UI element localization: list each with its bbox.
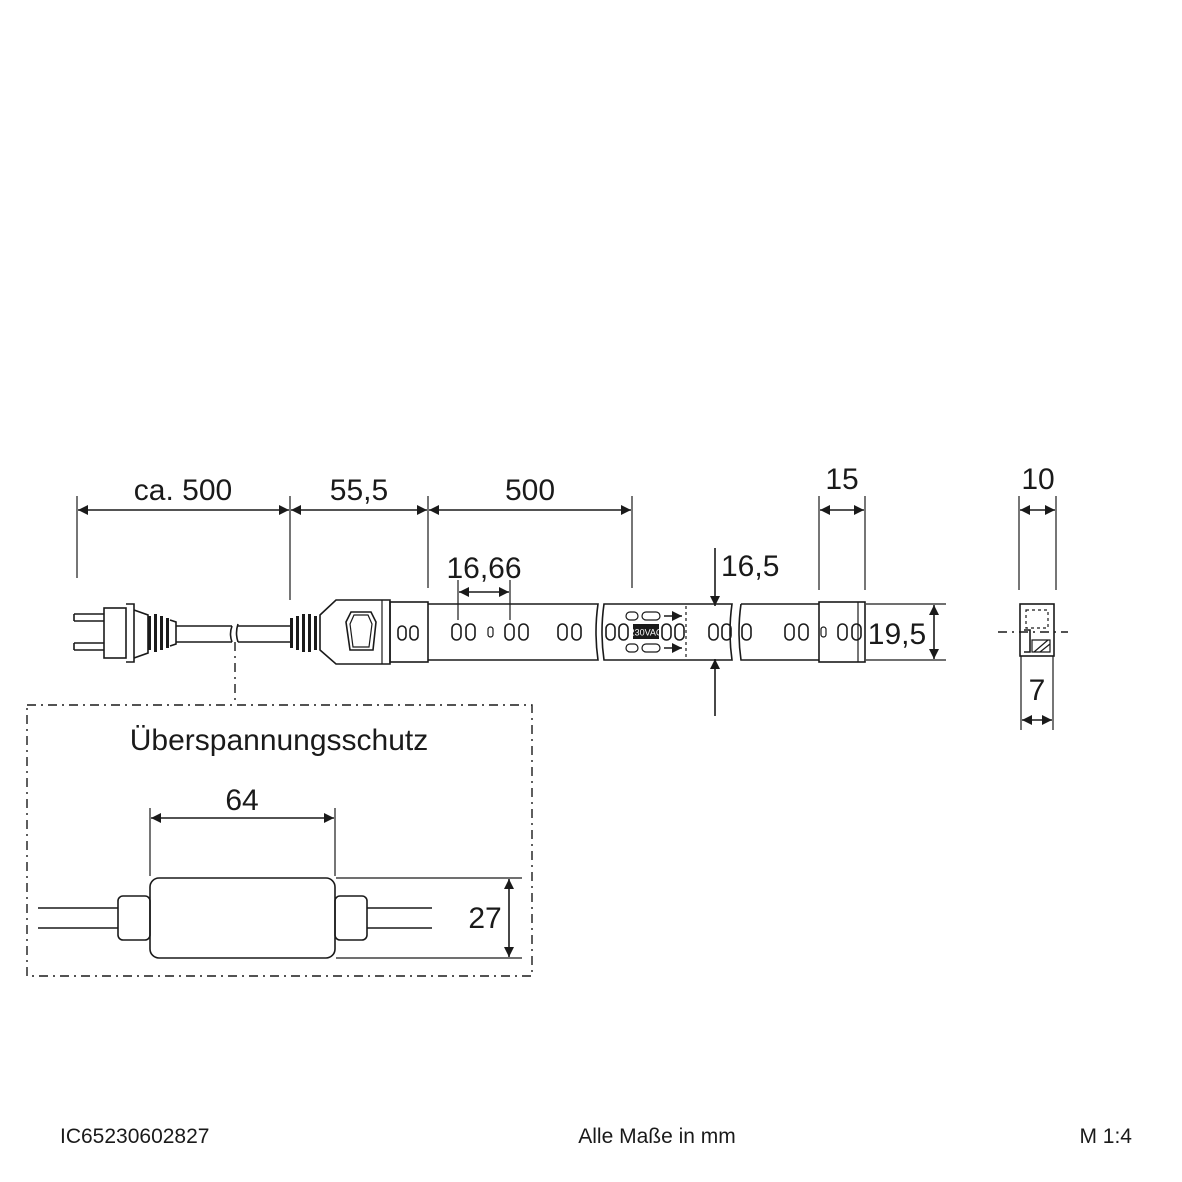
resistor (820, 626, 827, 638)
dimension-profile-width: 10 (1018, 463, 1057, 590)
cut-segment-label: 500 (505, 474, 555, 507)
dimension-end-cap: 15 (818, 463, 866, 590)
dimension-cut-segment: 500 (429, 474, 633, 588)
article-number: IC65230602827 (60, 1125, 209, 1148)
dimension-strip-width: 16,5 (710, 548, 779, 716)
units-note: Alle Maße in mm (578, 1125, 736, 1148)
surge-protector-body (149, 877, 336, 959)
surge-protector-detail: Überspannungsschutz 64 27 (26, 704, 533, 977)
dimension-led-pitch: 16,66 (446, 552, 522, 620)
scale-note: M 1:4 (1079, 1125, 1132, 1148)
led-pair (397, 625, 419, 641)
strip-height-label: 19,5 (868, 618, 926, 651)
led-pair (837, 623, 862, 641)
dimension-strip-height: 19,5 (866, 603, 946, 661)
power-cable (176, 623, 290, 643)
led-strip-segment-1 (397, 603, 599, 661)
led-pair (504, 623, 529, 641)
strip-width-label: 16,5 (721, 550, 779, 583)
led-strip-segment-2: 230VAC (601, 603, 733, 661)
led-pair (605, 623, 629, 641)
connector-grip-ridges (290, 614, 317, 652)
led-pair (784, 623, 809, 641)
plug-section-label: 55,5 (330, 474, 388, 507)
surge-protector-title: Überspannungsschutz (130, 724, 429, 757)
end-cap-length-label: 15 (825, 463, 858, 496)
led-pair (451, 623, 476, 641)
strip-cross-section (998, 603, 1068, 657)
dimension-cable-length: ca. 500 (76, 474, 291, 600)
dimension-plug-section: 55,5 (291, 474, 429, 588)
led-pair (661, 623, 685, 641)
dimension-profile-height: 7 (1020, 656, 1054, 730)
resistor (487, 626, 494, 638)
surge-protector-length-label: 64 (225, 784, 258, 817)
profile-width-label: 10 (1021, 463, 1054, 496)
voltage-marking: 230VAC (630, 628, 663, 638)
plug-grip-ridges (148, 614, 169, 652)
surge-protector-height-label: 27 (468, 902, 501, 935)
voltage-marking-box (633, 624, 659, 639)
led-strip-segment-3 (738, 603, 862, 661)
strip-connector (290, 599, 429, 665)
led-pitch-label: 16,66 (446, 552, 521, 585)
schuko-plug (73, 603, 177, 663)
led-pair (557, 623, 582, 641)
cable-length-label: ca. 500 (134, 474, 232, 507)
led-pair (741, 623, 752, 641)
led-pair (708, 623, 732, 641)
end-cap (818, 601, 866, 663)
profile-height-label: 7 (1029, 674, 1046, 707)
